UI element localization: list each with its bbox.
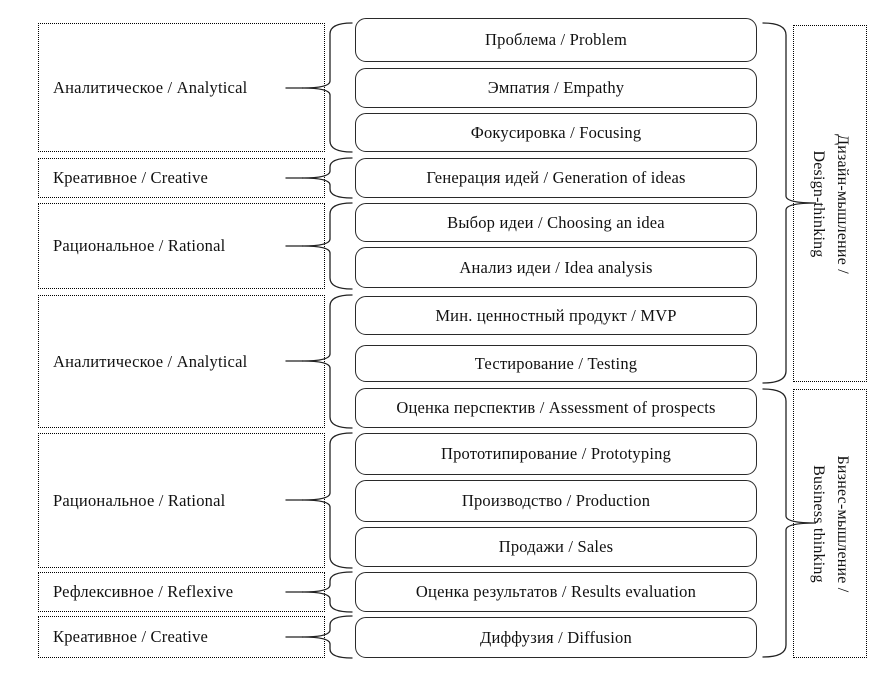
thinking-type-label: Аналитическое / Analytical (53, 351, 248, 371)
stage-label: Тестирование / Testing (474, 353, 638, 373)
stage-box-mvp: Мин. ценностный продукт / MVP (355, 296, 757, 335)
category-label-design-thinking: Дизайн-мышление / Design-thinking (810, 133, 851, 274)
stage-label: Фокусировка / Focusing (470, 122, 642, 142)
thinking-type-label: Рациональное / Rational (53, 236, 226, 255)
stage-box-prototyping: Прототипирование / Prototyping (355, 433, 757, 475)
stage-box-idea-analysis: Анализ идеи / Idea analysis (355, 247, 757, 288)
thinking-type-box-rational-2: Рациональное / Rational (38, 433, 325, 568)
stage-box-empathy: Эмпатия / Empathy (355, 68, 757, 108)
thinking-type-box-rational-1: Рациональное / Rational (38, 203, 325, 289)
stage-box-choosing-an-idea: Выбор идеи / Choosing an idea (355, 203, 757, 242)
stage-box-diffusion: Диффузия / Diffusion (355, 617, 757, 658)
stage-label: Мин. ценностный продукт / MVP (435, 305, 677, 325)
stage-label: Оценка перспектив / Assessment of prospe… (396, 398, 716, 417)
stage-box-assessment-of-prospects: Оценка перспектив / Assessment of prospe… (355, 388, 757, 428)
thinking-type-label: Аналитическое / Analytical (53, 77, 248, 97)
stage-box-testing: Тестирование / Testing (355, 345, 757, 382)
stage-box-generation-of-ideas: Генерация идей / Generation of ideas (355, 158, 757, 198)
stage-label: Генерация идей / Generation of ideas (426, 168, 686, 187)
stage-box-problem: Проблема / Problem (355, 18, 757, 62)
category-box-business-thinking: Бизнес-мышление / Business thinking (793, 389, 867, 658)
stage-box-focusing: Фокусировка / Focusing (355, 113, 757, 152)
stage-label: Анализ идеи / Idea analysis (459, 257, 653, 277)
thinking-type-label: Креативное / Creative (53, 627, 209, 646)
thinking-type-box-analytical-1: Аналитическое / Analytical (38, 23, 325, 152)
thinking-type-label: Креативное / Creative (53, 168, 209, 187)
category-label-business-thinking: Бизнес-мышление / Business thinking (810, 455, 851, 592)
thinking-type-box-analytical-2: Аналитическое / Analytical (38, 295, 325, 428)
thinking-type-label: Рациональное / Rational (53, 490, 226, 510)
stage-label: Эмпатия / Empathy (487, 78, 625, 97)
stage-label: Продажи / Sales (498, 537, 614, 556)
stage-box-production: Производство / Production (355, 480, 757, 522)
category-box-design-thinking: Дизайн-мышление / Design-thinking (793, 25, 867, 382)
stage-label: Проблема / Problem (485, 30, 627, 49)
stage-label: Прототипирование / Prototyping (440, 444, 672, 463)
stage-label: Оценка результатов / Results evaluation (415, 582, 697, 601)
stage-box-sales: Продажи / Sales (355, 527, 757, 567)
stage-box-results-evaluation: Оценка результатов / Results evaluation (355, 572, 757, 612)
thinking-type-box-creative-1: Креативное / Creative (38, 158, 325, 198)
thinking-type-label: Рефлексивное / Reflexive (53, 582, 234, 601)
stage-label: Выбор идеи / Choosing an idea (447, 212, 665, 232)
thinking-type-box-creative-2: Креативное / Creative (38, 616, 325, 658)
stage-label: Производство / Production (461, 491, 651, 510)
thinking-type-box-reflexive: Рефлексивное / Reflexive (38, 572, 325, 612)
stage-label: Диффузия / Diffusion (480, 627, 632, 647)
